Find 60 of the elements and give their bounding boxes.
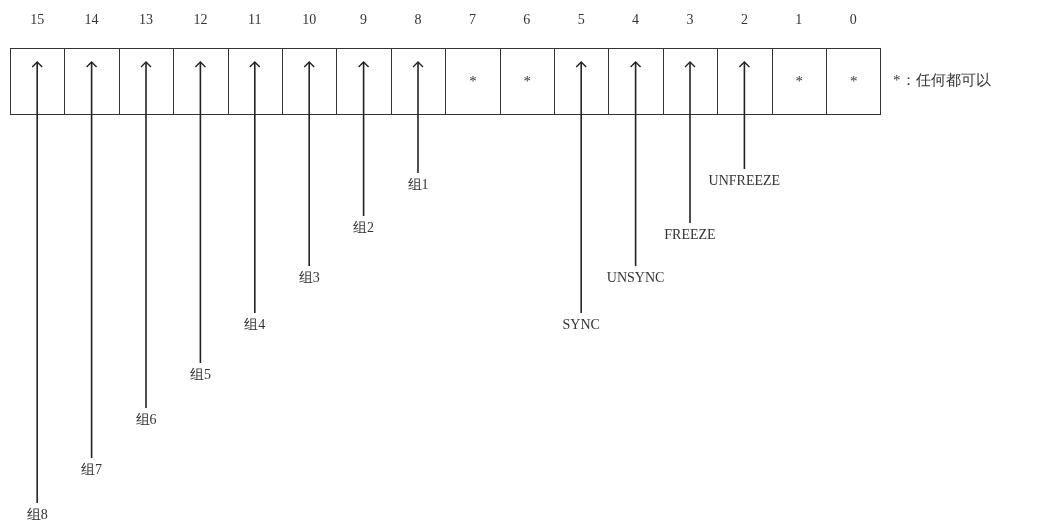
bit-label: 组6: [135, 412, 157, 428]
bit-cell: [608, 48, 664, 115]
bit-cell: [64, 48, 120, 115]
bit-cell: [10, 48, 66, 115]
wildcard-mark: *: [795, 73, 804, 90]
arrow: [194, 61, 207, 364]
bit-number: 9: [360, 12, 368, 28]
bit-cell: [554, 48, 610, 115]
bit-cell: [336, 48, 392, 115]
bit-number: 7: [468, 12, 476, 28]
bit-label: 组7: [81, 462, 103, 478]
arrow: [31, 61, 43, 504]
bit-label: 组4: [244, 317, 266, 333]
bit-cell: [390, 48, 447, 115]
arrow: [140, 61, 152, 409]
bit-label: FREEZE: [664, 227, 716, 243]
bit-cell: [499, 48, 555, 115]
bit-number: 0: [849, 12, 857, 28]
arrow: [357, 61, 370, 217]
bit-cell: [227, 48, 283, 115]
bit-number: 1: [795, 12, 803, 28]
bit-cell: [717, 48, 773, 115]
bit-cell: [826, 48, 882, 115]
bit-cell: [173, 48, 229, 115]
bit-number: 2: [740, 12, 748, 28]
bit-cell: [282, 48, 338, 115]
bit-label: UNSYNC: [606, 270, 665, 286]
arrow: [303, 61, 315, 267]
arrow: [684, 61, 696, 224]
bit-label: 组3: [298, 270, 320, 286]
bit-number: 11: [248, 12, 262, 28]
bit-cell: [662, 48, 719, 115]
bit-number: 10: [302, 12, 317, 28]
bit-number: 3: [686, 12, 694, 28]
wildcard-mark: *: [523, 73, 532, 90]
bit-number: 5: [577, 12, 585, 28]
arrow: [575, 61, 587, 314]
arrow: [249, 61, 261, 314]
bit-number: 12: [193, 12, 208, 28]
arrow: [85, 61, 98, 459]
bit-label: 组2: [353, 220, 375, 236]
arrow: [738, 61, 751, 170]
bit-label: 组8: [26, 507, 48, 523]
bit-cell: [771, 48, 827, 115]
arrow: [412, 61, 424, 174]
bit-number: 8: [414, 12, 422, 28]
wildcard-mark: *: [469, 73, 477, 90]
bit-label: 组1: [407, 177, 429, 193]
bit-label: 组5: [189, 367, 211, 383]
bit-number: 15: [30, 12, 45, 28]
bit-number: 4: [632, 12, 640, 28]
bit-label: UNFREEZE: [708, 173, 781, 189]
bit-number: 6: [523, 12, 531, 28]
bit-cell: [445, 48, 501, 115]
bit-cell: [118, 48, 175, 115]
bit-label: SYNC: [562, 317, 600, 333]
arrow: [629, 61, 642, 267]
bit-number: 14: [84, 12, 99, 28]
wildcard-mark: *: [849, 73, 858, 90]
bit-number: 13: [139, 12, 153, 28]
